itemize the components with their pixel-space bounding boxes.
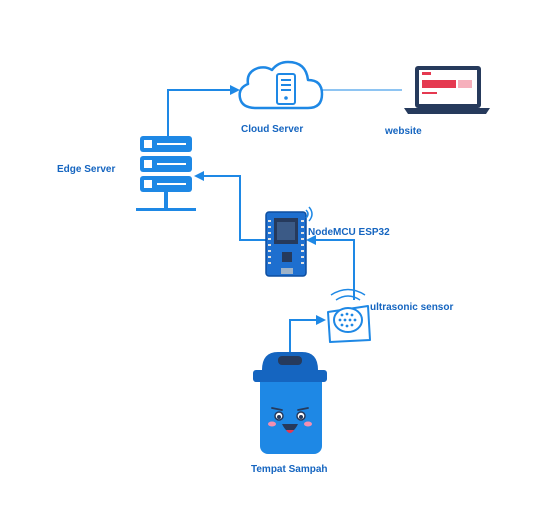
arrow-edge-to-cloud bbox=[167, 85, 240, 136]
ultrasonic-sensor-icon bbox=[327, 288, 371, 343]
arrow-sensor-to-nodemcu bbox=[306, 235, 355, 300]
server-rack-icon bbox=[136, 136, 196, 211]
cloud-server-label: Cloud Server bbox=[241, 124, 304, 135]
connectors bbox=[167, 85, 402, 355]
website-label: website bbox=[385, 126, 422, 137]
nodemcu-label: NodeMCU ESP32 bbox=[308, 227, 390, 238]
edge-server-label: Edge Server bbox=[57, 164, 116, 175]
trash-bin-label: Tempat Sampah bbox=[251, 464, 328, 475]
arrow-nodemcu-to-edge bbox=[194, 171, 266, 241]
ultrasonic-sensor-label: ultrasonic sensor bbox=[370, 302, 454, 313]
microcontroller-board-icon bbox=[265, 206, 313, 277]
trash-bin-icon bbox=[253, 352, 327, 454]
cloud-server-icon bbox=[238, 60, 324, 110]
laptop-icon bbox=[404, 66, 490, 114]
arrow-bin-to-sensor bbox=[289, 315, 326, 355]
